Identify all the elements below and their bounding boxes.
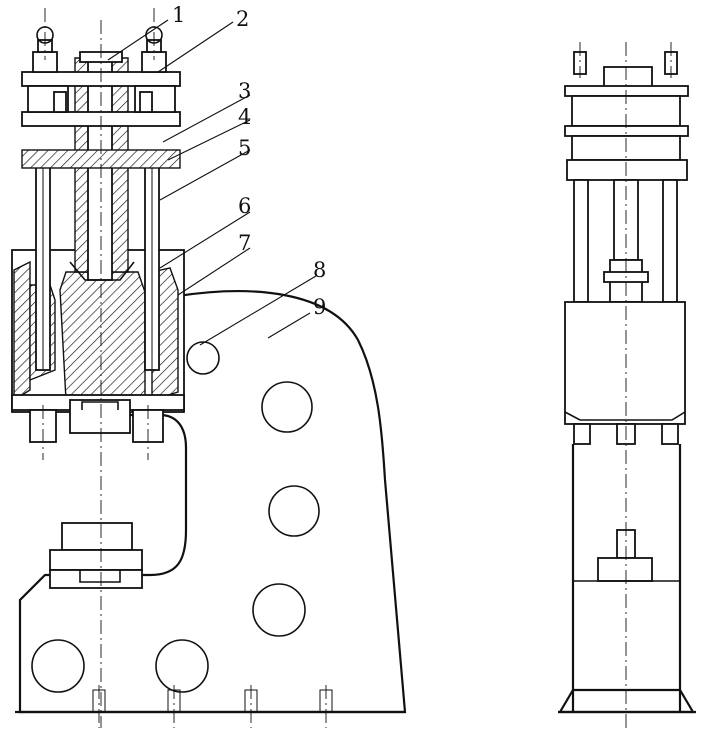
leader-5 bbox=[159, 149, 251, 201]
lower-die bbox=[49, 522, 143, 589]
callout-7: 7 bbox=[238, 231, 251, 255]
leader-3 bbox=[162, 94, 251, 143]
frame-hole bbox=[261, 381, 313, 433]
front-section-view bbox=[11, 8, 407, 728]
side-view bbox=[558, 42, 696, 728]
leader-1 bbox=[107, 19, 169, 61]
callout-5: 5 bbox=[238, 136, 251, 160]
frame-hole bbox=[155, 639, 209, 693]
callout-6: 6 bbox=[238, 194, 251, 218]
top-nuts bbox=[32, 8, 167, 73]
callout-2: 2 bbox=[236, 7, 249, 31]
frame-hole bbox=[31, 639, 85, 693]
c-frame-body bbox=[18, 290, 407, 714]
bottom-nuts bbox=[29, 405, 164, 460]
leader-4 bbox=[167, 119, 251, 161]
leader-7 bbox=[177, 247, 251, 296]
callout-4: 4 bbox=[238, 105, 251, 129]
leader-6 bbox=[159, 211, 251, 269]
frame-hole bbox=[268, 485, 320, 537]
callout-9: 9 bbox=[313, 295, 326, 319]
callout-8: 8 bbox=[313, 258, 326, 282]
frame-hole-8 bbox=[186, 341, 220, 375]
leader-8 bbox=[199, 275, 317, 346]
tie-rods bbox=[35, 159, 160, 371]
leader-9 bbox=[267, 312, 311, 339]
callout-1: 1 bbox=[172, 3, 185, 27]
anchor-bolts bbox=[92, 685, 333, 728]
frame-hole bbox=[252, 583, 306, 637]
leader-2 bbox=[157, 21, 234, 73]
callouts: 1 2 3 4 5 6 7 8 9 bbox=[107, 3, 326, 346]
callout-3: 3 bbox=[238, 79, 251, 103]
